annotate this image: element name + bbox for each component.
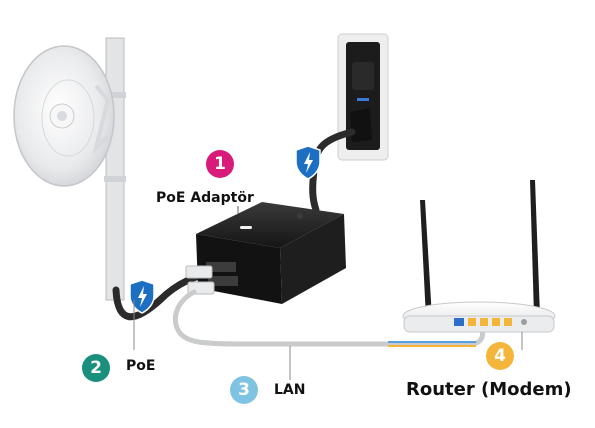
callout-1-label: PoE Adaptör [156,190,254,206]
callout-2-label: PoE [126,358,156,374]
router-icon [402,180,556,333]
poe-adapter [196,202,346,304]
callout-4-badge: 4 [486,342,514,370]
dish-antenna-icon [13,45,115,187]
antenna-mast [104,37,126,301]
lightning-shield-icon [129,279,155,314]
callout-3-label: LAN [274,382,306,398]
lightning-shield-icon [295,145,321,180]
power-outlet-icon [337,33,389,161]
callout-2-badge: 2 [82,354,110,382]
callout-1-badge: 1 [206,150,234,178]
callout-3-badge: 3 [230,376,258,404]
callout-4-label: Router (Modem) [406,379,572,400]
lan-cable [172,289,485,347]
